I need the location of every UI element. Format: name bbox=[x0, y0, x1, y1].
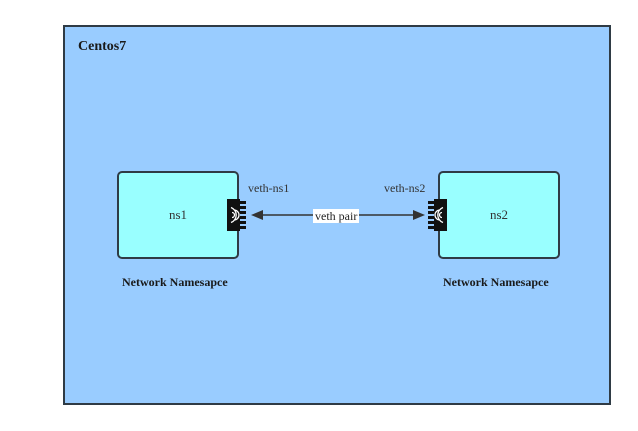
namespace-name: ns2 bbox=[489, 207, 509, 222]
network-card-icon bbox=[227, 199, 246, 231]
namespace-caption: Network Namesapce bbox=[443, 275, 549, 289]
host-title: Centos7 bbox=[78, 39, 127, 54]
namespace-caption: Network Namesapce bbox=[122, 275, 228, 289]
veth-pair-label: veth pair bbox=[313, 209, 360, 223]
interface-label-veth-ns1: veth-ns1 bbox=[248, 181, 290, 195]
network-card-icon bbox=[428, 199, 447, 231]
interface-label-veth-ns2: veth-ns2 bbox=[384, 181, 426, 195]
namespace-name: ns1 bbox=[168, 207, 188, 222]
namespace-box-ns1: ns1 bbox=[117, 171, 239, 259]
namespace-box-ns2: ns2 bbox=[438, 171, 560, 259]
